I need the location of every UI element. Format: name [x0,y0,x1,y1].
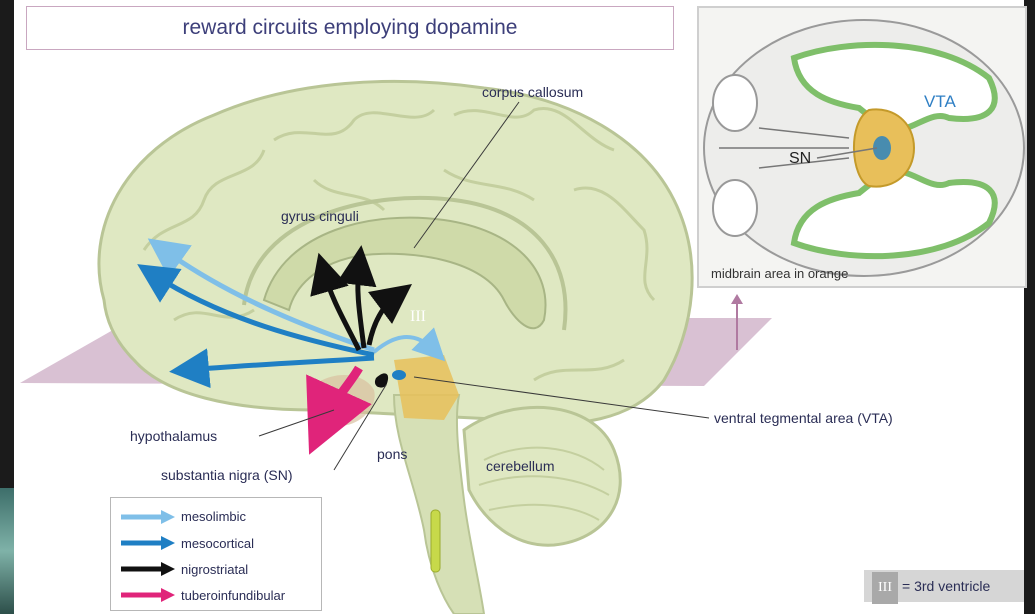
ventricle-symbol: III [872,572,898,604]
inset-sn-label: SN [789,150,811,168]
vta-spot [392,370,406,380]
mesocortical-legend-arrow [119,536,177,550]
label-vta: ventral tegmental area (VTA) [714,410,893,426]
label-hypothalamus: hypothalamus [130,428,217,444]
legend-mesocortical: mesocortical [181,536,254,551]
pathway-legend: mesolimbic mesocortical nigrostriatal tu… [110,497,322,611]
inset-caption: midbrain area in orange [711,266,848,281]
tuberoinfundibular-legend-arrow [119,588,177,602]
inset-vta-label: VTA [924,92,956,112]
spinal-marker [431,510,440,572]
ventricle-note-text: III= 3rd ventricle [872,570,990,604]
axial-section-illustration [699,8,1027,288]
background-photo-edge [0,488,14,614]
nigrostriatal-legend-arrow [119,562,177,576]
ventricle-note-label: = 3rd ventricle [902,578,990,594]
label-pons: pons [377,446,407,462]
mesolimbic-legend-arrow [119,510,177,524]
label-cerebellum: cerebellum [486,458,554,474]
label-corpus-callosum: corpus callosum [482,84,583,100]
legend-nigrostriatal: nigrostriatal [181,562,248,577]
legend-mesolimbic: mesolimbic [181,509,246,524]
legend-tuberoinfundibular: tuberoinfundibular [181,588,285,603]
ventricle-note: III= 3rd ventricle [864,570,1024,602]
label-substantia-nigra: substantia nigra (SN) [161,467,293,483]
label-gyrus-cinguli: gyrus cinguli [281,208,359,224]
midbrain-inset: VTA SN midbrain area in orange [697,6,1027,288]
label-third-ventricle: III [410,308,426,326]
